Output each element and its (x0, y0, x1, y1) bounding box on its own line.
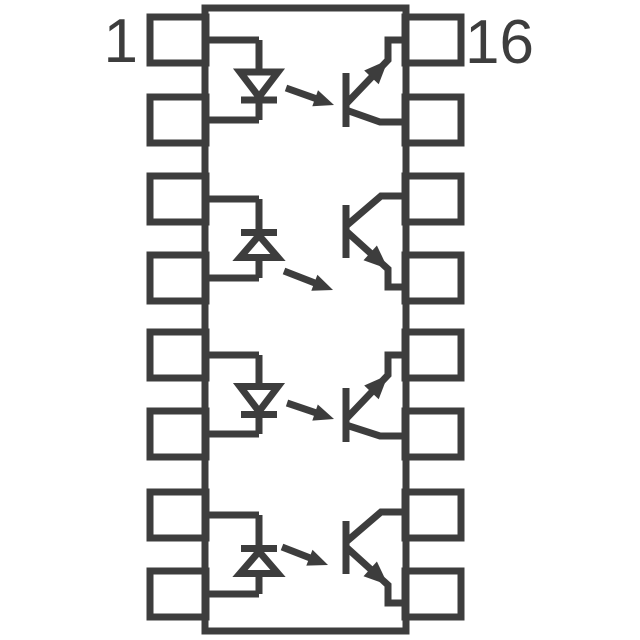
light-arrow-head (312, 404, 334, 421)
light-arrow-icon (282, 267, 333, 291)
light-arrow-head (312, 90, 334, 107)
pin-1-label: 1 (104, 7, 138, 76)
ic-body-outline (201, 4, 410, 635)
led-wire (203, 36, 263, 124)
pin-left-3 (146, 172, 210, 226)
pin-right-12 (401, 328, 465, 382)
phototransistor-icon (342, 192, 409, 291)
led-icon (203, 195, 286, 282)
emitter-arrow-head (364, 375, 388, 400)
pin-left-8 (146, 567, 210, 621)
light-arrow-shaft (280, 543, 315, 563)
pin-left-5 (146, 328, 210, 382)
light-arrow-shaft (284, 84, 321, 103)
pin-right-9 (401, 567, 465, 621)
light-arrow-shaft (285, 399, 320, 418)
led-wire (203, 351, 263, 438)
led-triangle (232, 68, 286, 103)
pin-right-13 (401, 251, 465, 305)
optocoupler-channel-3 (203, 351, 409, 442)
led-wire (203, 511, 263, 598)
light-arrow-head (311, 274, 333, 291)
emitter-arrow-head (364, 60, 388, 85)
pin-16-label: 16 (465, 8, 534, 77)
light-arrow-icon (284, 84, 334, 107)
pin-left-1 (146, 13, 210, 67)
phototransistor-icon (342, 508, 409, 607)
pin-left-6 (146, 407, 210, 461)
emitter-wire (343, 351, 409, 422)
led-wire (203, 195, 263, 282)
emitter-arrow-head (363, 245, 388, 269)
emitter-wire (343, 36, 409, 107)
led-icon (203, 351, 286, 438)
light-arrow-head (306, 549, 328, 566)
led-icon (203, 36, 286, 124)
pin-left-2 (146, 93, 210, 147)
collector-wire (344, 106, 409, 126)
optocoupler-channel-2 (203, 192, 409, 291)
collector-wire (344, 421, 409, 440)
emitter-wire (343, 228, 409, 291)
led-icon (203, 511, 286, 598)
pin-right-11 (401, 407, 465, 461)
light-arrow-icon (285, 399, 334, 421)
phototransistor-icon (342, 36, 409, 127)
pin-right-15 (401, 93, 465, 147)
light-arrow-shaft (282, 267, 320, 288)
optocoupler-channel-4 (203, 508, 409, 607)
led-triangle (232, 230, 286, 261)
emitter-wire (343, 544, 409, 607)
led-triangle (232, 383, 286, 418)
pin-right-16 (401, 13, 465, 67)
pin-left-7 (146, 488, 210, 542)
collector-wire (343, 192, 409, 229)
collector-wire (343, 508, 409, 545)
optocoupler-channel-1 (203, 36, 409, 127)
pin-left-4 (146, 251, 210, 305)
led-triangle (232, 546, 286, 577)
emitter-arrow-head (363, 561, 388, 585)
pin-right-10 (401, 488, 465, 542)
light-arrow-icon (280, 543, 328, 566)
generated-schematic-elements (146, 13, 465, 621)
pin-right-14 (401, 172, 465, 226)
phototransistor-icon (342, 351, 409, 442)
